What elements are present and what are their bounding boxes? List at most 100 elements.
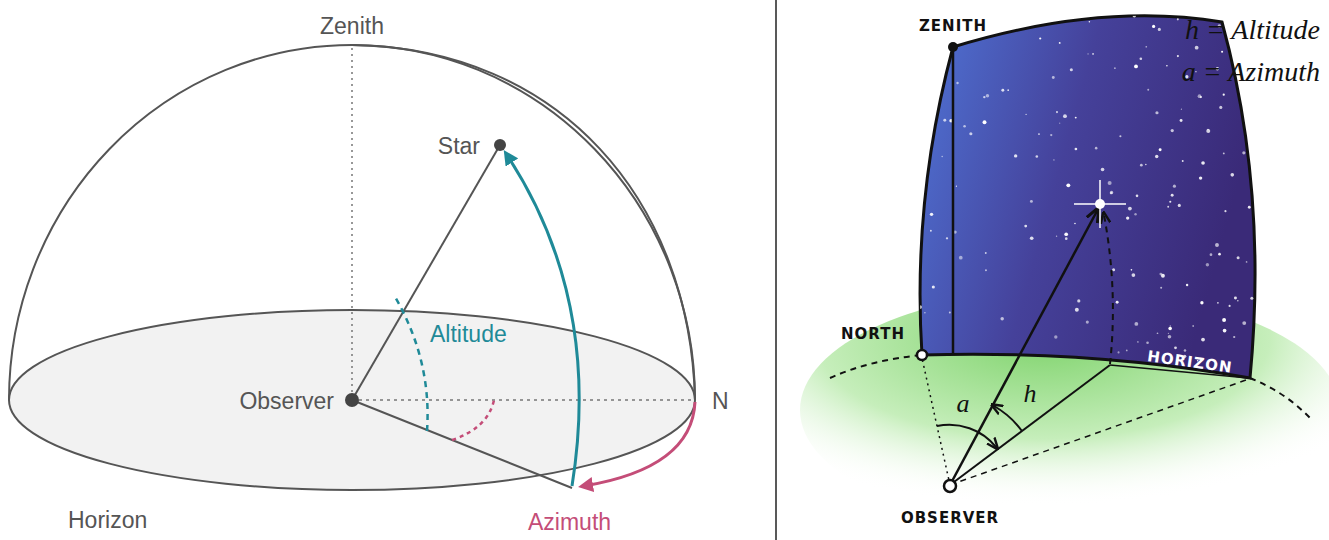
star-dot [1014,154,1017,157]
star-dot [1024,225,1027,228]
star-dot [1063,114,1067,118]
star-dot [1132,273,1136,277]
star-dot [1181,109,1182,110]
star-dot [1219,106,1222,109]
star-dot [1201,161,1205,165]
north-direction [922,358,950,485]
observer-dot [345,393,359,407]
star-dot [1195,46,1199,50]
star-dot [1158,28,1161,31]
star-dot [1174,346,1177,349]
star-dot [1242,151,1245,154]
observer-label: Observer [239,390,334,413]
star-dot [1177,18,1179,20]
star-dot [1064,232,1068,236]
azimuth-arrow [584,402,695,486]
zenith-label: ZENITH [919,19,987,34]
star-dot [956,186,957,187]
star-dot [1218,253,1221,256]
star-dot [959,256,963,260]
star-dot [1140,57,1143,60]
azimuth-symbol: a [957,391,970,417]
star-dot [974,37,976,39]
star-dot [932,285,935,288]
star-projection [1104,215,1113,364]
star-dot [930,230,932,232]
meridian-arc [352,45,695,400]
star-dot [914,56,916,58]
north-label: NORTH [841,327,905,342]
star-dot [1039,37,1041,39]
star-dot [1159,148,1162,151]
star-dot [1059,123,1060,124]
star-dot [1200,301,1203,304]
star-dot [1233,336,1235,338]
star-dot [1126,350,1128,352]
star-dot [1128,207,1132,211]
star-direction [950,211,1097,485]
star-dot [1166,65,1168,67]
star-dot [1160,287,1162,289]
star-dot [1192,325,1194,327]
star-dot [914,340,916,342]
star-dot [1025,114,1026,115]
north-dot [917,350,927,360]
star-dot [1092,53,1094,55]
star-dot [1030,200,1033,203]
star-dot [1059,42,1061,44]
star-dot [949,312,951,314]
star-dot [1262,88,1265,91]
zenith-label: Zenith [320,15,384,38]
star-dot [1210,253,1213,256]
star-dot [1112,268,1115,271]
star-dot [1119,135,1121,137]
north-label: N [712,390,729,413]
star-dot [1237,256,1240,259]
altitude-symbol: h [1024,381,1037,407]
azimuth-angle [452,400,494,440]
star-dot [1056,235,1057,236]
right-diagram [800,9,1329,530]
star-dot [1169,201,1171,203]
star-dot [1089,21,1091,23]
star-dot [1126,216,1129,219]
star-dot [1168,333,1169,334]
star-dot [1170,325,1171,326]
star-dot [1230,173,1234,177]
star-dot [1222,318,1226,322]
star-dot [1075,308,1079,312]
star-dot [1038,133,1040,135]
altitude-arrow [507,155,579,486]
star-dot [1173,185,1176,188]
star-dot [985,269,987,271]
star-dot [1145,46,1147,48]
star-dot [963,125,966,128]
star-dot [1182,160,1184,162]
star-dot [1118,351,1120,353]
star-dot [1136,195,1139,198]
star-dot [1250,297,1253,300]
star-dot [1054,335,1057,338]
star-dot [494,139,506,151]
star-dot [1087,53,1088,54]
star-dot [1223,94,1225,96]
star-dot [1131,269,1133,271]
star-dot [1095,147,1098,150]
star-dot [940,9,943,12]
star-dot [1252,113,1256,117]
star-dot [1171,129,1174,132]
horizon-direction [950,380,1246,485]
altitude-angle [394,295,428,431]
north-line [352,399,695,401]
star-dot [924,312,926,314]
azimuth-direction [950,365,1110,485]
star-dot [925,71,928,74]
star-dot [1147,89,1149,91]
star-dot [1159,273,1162,276]
azimuth-line [352,400,572,488]
star-dot [1198,94,1202,98]
altitude-label: Altitude [430,323,507,346]
celestial-dome [9,45,695,400]
star-dot [930,213,933,216]
star-dot [1114,67,1116,69]
